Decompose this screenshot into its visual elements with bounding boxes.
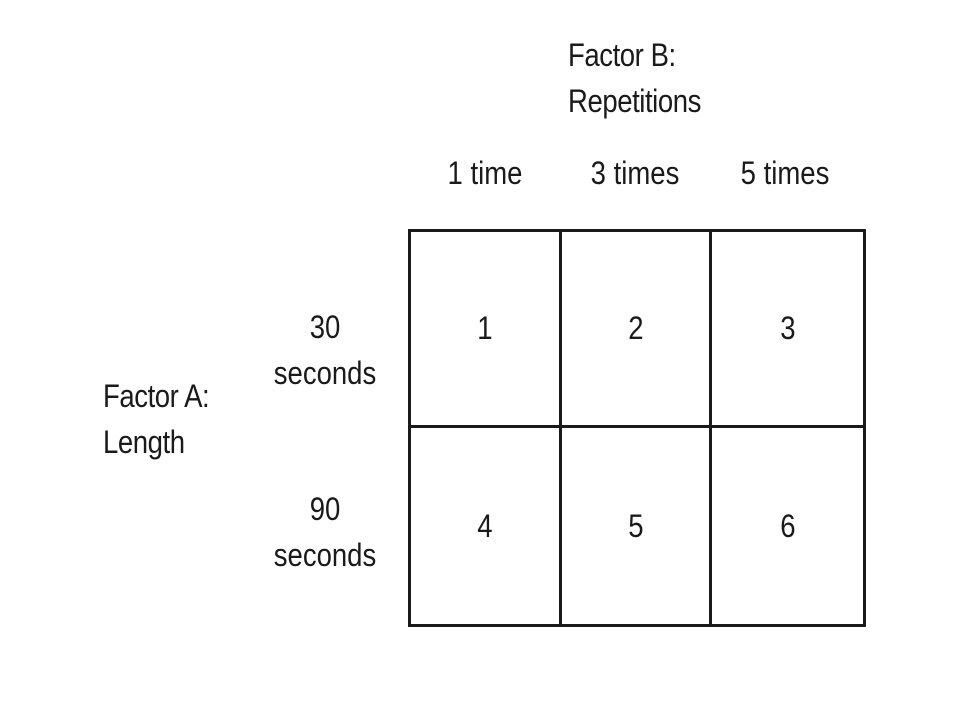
column-header-1: 1 time [447, 155, 523, 191]
row-header-1-line1: 30 [309, 309, 341, 345]
row-header-2-line1: 90 [309, 491, 341, 527]
grid-cell-5: 5 [562, 428, 713, 624]
grid-cell-2: 2 [561, 232, 713, 428]
factor-b-title: Factor B: Repetitions [568, 32, 701, 124]
column-header-2: 3 times [590, 155, 680, 191]
column-header-3: 5 times [740, 155, 830, 191]
cell-number: 4 [477, 507, 493, 544]
row-header-2: 90 seconds [265, 486, 385, 578]
design-grid: 1 2 3 4 5 6 [408, 229, 866, 627]
cell-number: 1 [477, 310, 493, 346]
cell-number: 3 [780, 310, 796, 346]
cell-number: 6 [780, 507, 796, 544]
row-header-1: 30 seconds [265, 304, 385, 396]
grid-cell-6: 6 [712, 428, 863, 624]
factor-a-title-line1: Factor A: [103, 378, 210, 414]
factor-a-title-line2: Length [103, 424, 185, 460]
cell-number: 5 [627, 507, 644, 544]
grid-cell-1: 1 [411, 232, 562, 428]
factor-b-title-line2: Repetitions [568, 83, 701, 119]
factor-b-title-line1: Factor B: [568, 37, 676, 73]
factor-a-title: Factor A: Length [103, 373, 210, 465]
row-header-1-line2: seconds [273, 355, 377, 391]
cell-number: 2 [627, 310, 644, 346]
grid-cell-4: 4 [411, 428, 562, 624]
row-header-2-line2: seconds [273, 537, 377, 573]
grid-cell-3: 3 [712, 232, 863, 428]
